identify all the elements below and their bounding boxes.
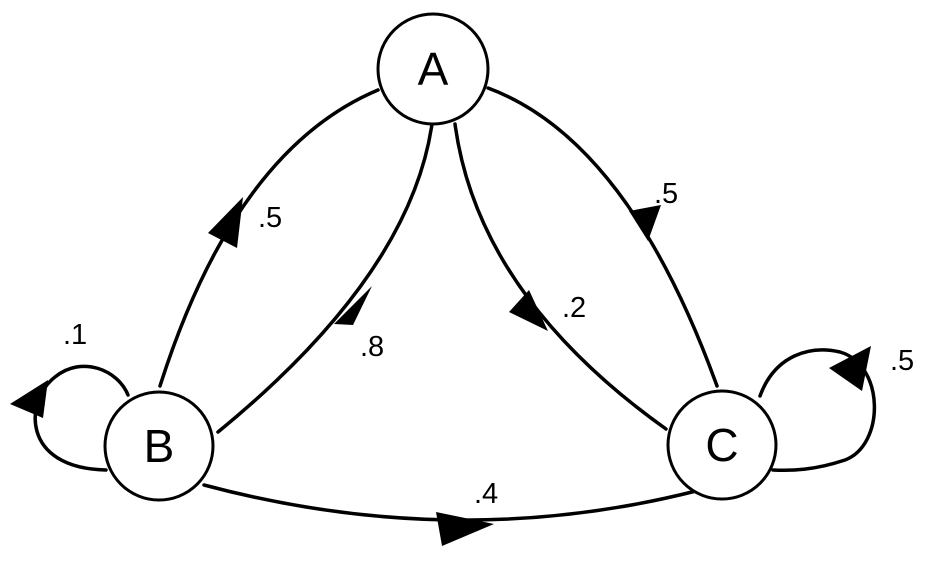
edge-label-a-to-c: .2 — [562, 292, 586, 324]
edge-a-to-b — [216, 122, 434, 434]
edge-b-to-a — [158, 88, 380, 388]
edge-c-to-c — [758, 348, 877, 473]
node-a-label: A — [418, 43, 449, 95]
edge-b-to-c — [202, 483, 698, 522]
arrow-c-to-a — [629, 205, 661, 241]
edge-label-b-to-b: .1 — [63, 319, 87, 351]
node-b[interactable]: B — [103, 390, 215, 502]
node-b-label: B — [144, 420, 175, 472]
edge-label-c-to-c: .5 — [890, 345, 914, 377]
arrow-b-to-b — [10, 380, 48, 418]
edge-label-b-to-c: .4 — [474, 478, 498, 510]
arrow-c-to-c — [829, 346, 871, 391]
node-a-circle — [376, 12, 490, 126]
edge-b-to-b — [33, 364, 130, 472]
node-a[interactable]: A — [376, 12, 490, 126]
arrow-a-to-c — [509, 290, 548, 331]
edge-label-b-to-a: .5 — [258, 202, 282, 234]
node-c[interactable]: C — [666, 389, 778, 501]
node-c-label: C — [705, 419, 738, 471]
arrow-b-to-c — [436, 512, 494, 546]
arrow-b-to-a — [208, 197, 243, 248]
edge-label-c-to-a: .5 — [654, 178, 678, 210]
arrow-a-to-b — [334, 286, 372, 325]
node-c-circle — [666, 389, 778, 501]
edge-labels: .5 .8 .2 .5 .4 .1 .5 — [63, 178, 914, 510]
edges — [10, 86, 877, 546]
edge-a-to-c — [453, 122, 668, 431]
edge-c-to-a — [486, 86, 719, 388]
edge-label-a-to-b: .8 — [360, 331, 384, 363]
nodes: A B C — [103, 12, 778, 502]
node-b-circle — [103, 390, 215, 502]
